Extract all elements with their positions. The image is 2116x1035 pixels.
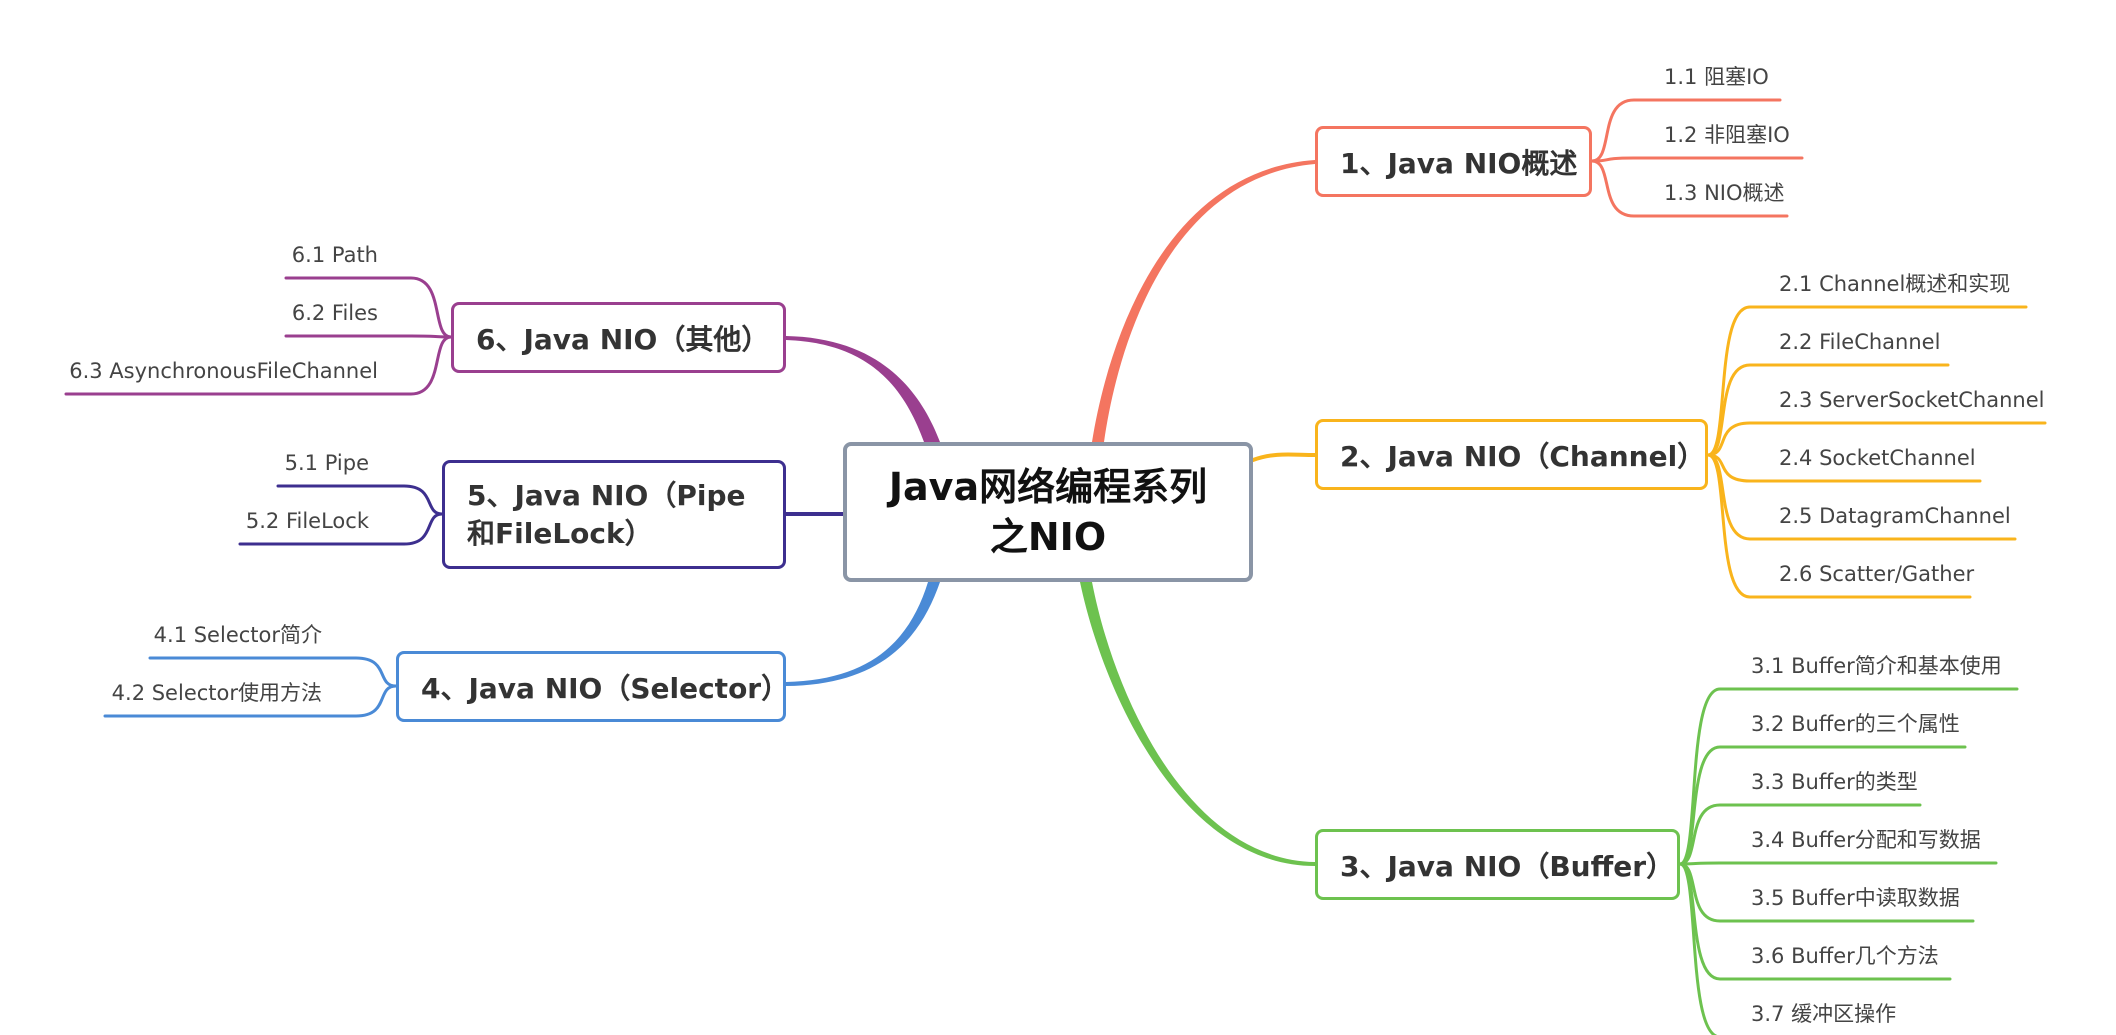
topic-java-nio-selector[interactable]: 4、Java NIO（Selector） <box>396 651 789 722</box>
subtopic-2-5[interactable]: 2.5 DatagramChannel <box>1779 504 2011 528</box>
link-b6-leaf-2 <box>284 334 453 339</box>
subtopic-5-1[interactable]: 5.1 Pipe <box>284 451 369 475</box>
subtopic-6-1[interactable]: 6.1 Path <box>291 243 378 267</box>
subtopic-5-2[interactable]: 5.2 FileLock <box>245 509 369 533</box>
subtopic-4-2[interactable]: 4.2 Selector使用方法 <box>111 681 322 705</box>
link-b3-leaf-2 <box>1678 745 1967 866</box>
subtopic-2-3[interactable]: 2.3 ServerSocketChannel <box>1779 388 2045 412</box>
subtopic-4-1[interactable]: 4.1 Selector简介 <box>153 623 322 647</box>
subtopic-3-4[interactable]: 3.4 Buffer分配和写数据 <box>1751 828 1981 852</box>
subtopic-2-2[interactable]: 2.2 FileChannel <box>1779 330 1941 354</box>
link-b6-leaf-3 <box>64 335 453 396</box>
subtopic-3-1[interactable]: 3.1 Buffer简介和基本使用 <box>1751 654 2002 678</box>
link-b3-leaf-3 <box>1678 803 1922 866</box>
topic-java-nio-pipe-filelock[interactable]: 5、Java NIO（Pipe和FileLock） <box>442 460 786 569</box>
subtopic-2-1[interactable]: 2.1 Channel概述和实现 <box>1779 272 2011 296</box>
link-b2-leaf-6 <box>1706 453 1972 599</box>
link-root-b1 <box>1092 160 1315 442</box>
link-root-b2 <box>1251 452 1317 462</box>
subtopic-3-3[interactable]: 3.3 Buffer的类型 <box>1751 770 1918 794</box>
subtopic-3-2[interactable]: 3.2 Buffer的三个属性 <box>1751 712 1960 736</box>
topic-java-nio-buffer[interactable]: 3、Java NIO（Buffer） <box>1315 829 1680 900</box>
link-b4-leaf-2 <box>103 684 398 718</box>
root-topic[interactable]: Java网络编程系列之NIO <box>843 442 1253 582</box>
subtopic-1-2[interactable]: 1.2 非阻塞IO <box>1664 123 1790 147</box>
topic-java-nio-other[interactable]: 6、Java NIO（其他） <box>451 302 786 373</box>
subtopic-3-5[interactable]: 3.5 Buffer中读取数据 <box>1751 886 1960 910</box>
subtopic-2-4[interactable]: 2.4 SocketChannel <box>1779 446 1976 470</box>
link-b5-leaf-2 <box>238 512 444 546</box>
link-root-b3 <box>1080 582 1315 866</box>
link-b1-leaf-1 <box>1590 98 1782 163</box>
subtopic-3-6[interactable]: 3.6 Buffer几个方法 <box>1751 944 1939 968</box>
link-b2-leaf-2 <box>1706 363 1950 457</box>
link-b6-leaf-1 <box>284 276 453 339</box>
link-b4-leaf-1 <box>148 656 398 688</box>
subtopic-3-7[interactable]: 3.7 缓冲区操作 <box>1751 1002 1897 1026</box>
subtopic-1-1[interactable]: 1.1 阻塞IO <box>1664 65 1769 89</box>
subtopic-2-6[interactable]: 2.6 Scatter/Gather <box>1779 562 1975 586</box>
subtopic-6-2[interactable]: 6.2 Files <box>291 301 378 325</box>
subtopic-6-3[interactable]: 6.3 AsynchronousFileChannel <box>69 359 378 383</box>
subtopic-1-3[interactable]: 1.3 NIO概述 <box>1664 181 1785 205</box>
topic-java-nio-channel[interactable]: 2、Java NIO（Channel） <box>1315 419 1708 490</box>
link-b1-leaf-3 <box>1590 159 1789 218</box>
link-root-b4 <box>786 582 940 686</box>
link-b2-leaf-3 <box>1706 421 2047 457</box>
link-b5-leaf-1 <box>276 484 444 516</box>
link-b1-leaf-2 <box>1590 156 1804 163</box>
link-b3-leaf-4 <box>1678 861 1998 866</box>
topic-java-nio-overview[interactable]: 1、Java NIO概述 <box>1315 126 1592 197</box>
link-b3-leaf-7 <box>1678 862 1719 1035</box>
link-root-b6 <box>786 336 940 442</box>
